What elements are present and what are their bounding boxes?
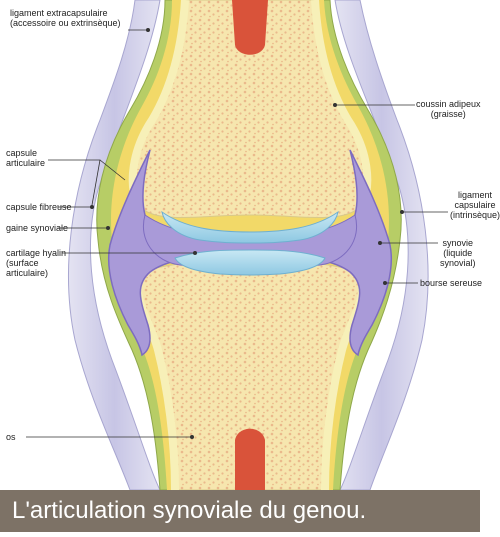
caption-edge xyxy=(480,490,500,532)
label-coussin-adipeux: coussin adipeux (graisse) xyxy=(416,99,481,119)
femur-marrow xyxy=(232,0,268,55)
label-ligament-capsulaire: ligament capsulaire (intrinsèque) xyxy=(450,190,500,220)
label-capsule-fibreuse: capsule fibreuse xyxy=(6,202,72,212)
leader-dots xyxy=(90,28,404,439)
label-ligament-extracapsulaire: ligament extracapsulaire (accessoire ou … xyxy=(10,8,121,28)
label-capsule-articulaire: capsule articulaire xyxy=(6,148,46,168)
figure-caption: L'articulation synoviale du genou. xyxy=(0,490,480,532)
cartilage-lower xyxy=(174,249,326,276)
label-cartilage-hyalin: cartilage hyalin (surface articulaire) xyxy=(6,248,67,278)
leader-lines xyxy=(26,29,448,438)
label-os: os xyxy=(6,432,16,442)
cartilage-upper xyxy=(161,210,339,244)
tibia-marrow xyxy=(235,428,265,490)
label-gaine-synoviale: gaine synoviale xyxy=(6,223,69,233)
label-bourse-sereuse: bourse sereuse xyxy=(420,278,483,288)
label-synovie: synovie (liquide synovial) xyxy=(440,238,476,268)
